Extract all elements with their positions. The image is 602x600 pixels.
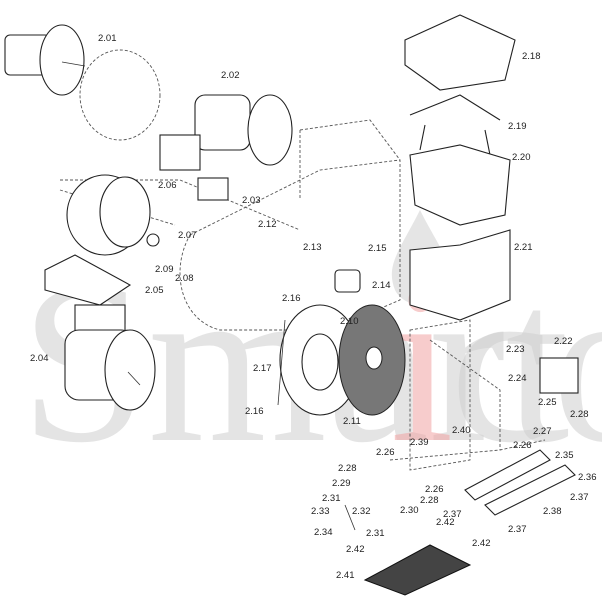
label-2-08: 2.08 bbox=[175, 273, 194, 284]
label-2-33: 2.33 bbox=[311, 506, 330, 517]
label-2-12: 2.12 bbox=[258, 219, 277, 230]
label-2-31: 2.31 bbox=[322, 493, 341, 504]
cable-2-17 bbox=[277, 319, 286, 406]
label-2-24: 2.24 bbox=[508, 373, 527, 384]
label-2-42: 2.42 bbox=[346, 544, 365, 555]
label-2-37: 2.37 bbox=[508, 524, 527, 535]
label-2-28: 2.28 bbox=[338, 463, 357, 474]
label-2-37: 2.37 bbox=[570, 492, 589, 503]
label-2-39: 2.39 bbox=[410, 437, 429, 448]
bracket-2-19 bbox=[409, 94, 501, 156]
label-2-15: 2.15 bbox=[368, 243, 387, 254]
label-2-36: 2.36 bbox=[578, 472, 597, 483]
label-2-26: 2.26 bbox=[513, 440, 532, 451]
flange-opening bbox=[301, 333, 339, 391]
label-2-25: 2.25 bbox=[538, 397, 557, 408]
label-2-31: 2.31 bbox=[366, 528, 385, 539]
label-2-16: 2.16 bbox=[245, 406, 264, 417]
label-2-28: 2.28 bbox=[420, 495, 439, 506]
label-2-42: 2.42 bbox=[472, 538, 491, 549]
label-2-02: 2.02 bbox=[221, 70, 240, 81]
label-2-27: 2.27 bbox=[533, 426, 552, 437]
label-2-18: 2.18 bbox=[522, 51, 541, 62]
label-2-34: 2.34 bbox=[314, 527, 333, 538]
label-2-06: 2.06 bbox=[158, 180, 177, 191]
motor-2-04 bbox=[64, 304, 156, 411]
rail-2-36 bbox=[484, 464, 576, 516]
label-2-14: 2.14 bbox=[372, 280, 391, 291]
pressure-switch-2-14 bbox=[334, 269, 361, 293]
label-2-38: 2.38 bbox=[543, 506, 562, 517]
label-2-40: 2.40 bbox=[452, 425, 471, 436]
motor-2-01 bbox=[4, 24, 86, 96]
rail-2-35 bbox=[464, 449, 551, 501]
label-2-35: 2.35 bbox=[555, 450, 574, 461]
label-2-03: 2.03 bbox=[242, 195, 261, 206]
air-grid-2-11 bbox=[338, 304, 406, 416]
label-2-09: 2.09 bbox=[155, 264, 174, 275]
label-2-30: 2.30 bbox=[400, 505, 419, 516]
part-labels: 2.01 2.02 2.06 2.03 2.07 2.09 2.08 2.12 … bbox=[30, 33, 597, 581]
filter-mat-2-41 bbox=[363, 544, 472, 596]
label-2-42: 2.42 bbox=[436, 517, 455, 528]
label-2-11: 2.11 bbox=[343, 416, 361, 427]
panel-2-21 bbox=[409, 229, 511, 321]
label-2-37: 2.37 bbox=[443, 509, 462, 520]
label-2-26: 2.26 bbox=[376, 447, 395, 458]
rod-2-33 bbox=[344, 504, 356, 531]
label-2-41: 2.41 bbox=[336, 570, 355, 581]
panel-2-20 bbox=[409, 144, 511, 226]
label-2-13: 2.13 bbox=[303, 242, 322, 253]
label-2-28: 2.28 bbox=[570, 409, 589, 420]
label-2-22: 2.22 bbox=[554, 336, 573, 347]
label-2-32: 2.32 bbox=[352, 506, 371, 517]
fan-wheel-2-06 bbox=[66, 174, 160, 256]
label-2-19: 2.19 bbox=[508, 121, 527, 132]
label-2-23: 2.23 bbox=[506, 344, 525, 355]
actuator-2-22 bbox=[539, 357, 579, 394]
cover-2-18 bbox=[404, 14, 516, 91]
label-2-29: 2.29 bbox=[332, 478, 351, 489]
control-box-2-05 bbox=[44, 254, 132, 306]
label-2-04: 2.04 bbox=[30, 353, 49, 364]
motor-2-02 bbox=[159, 94, 293, 201]
label-2-21: 2.21 bbox=[514, 242, 533, 253]
label-2-16: 2.16 bbox=[282, 293, 301, 304]
label-2-20: 2.20 bbox=[512, 152, 531, 163]
label-2-07: 2.07 bbox=[178, 230, 197, 241]
label-2-26: 2.26 bbox=[425, 484, 444, 495]
label-2-10: 2.10 bbox=[340, 316, 359, 327]
label-2-05: 2.05 bbox=[145, 285, 164, 296]
label-2-17: 2.17 bbox=[253, 363, 272, 374]
label-2-01: 2.01 bbox=[98, 33, 117, 44]
